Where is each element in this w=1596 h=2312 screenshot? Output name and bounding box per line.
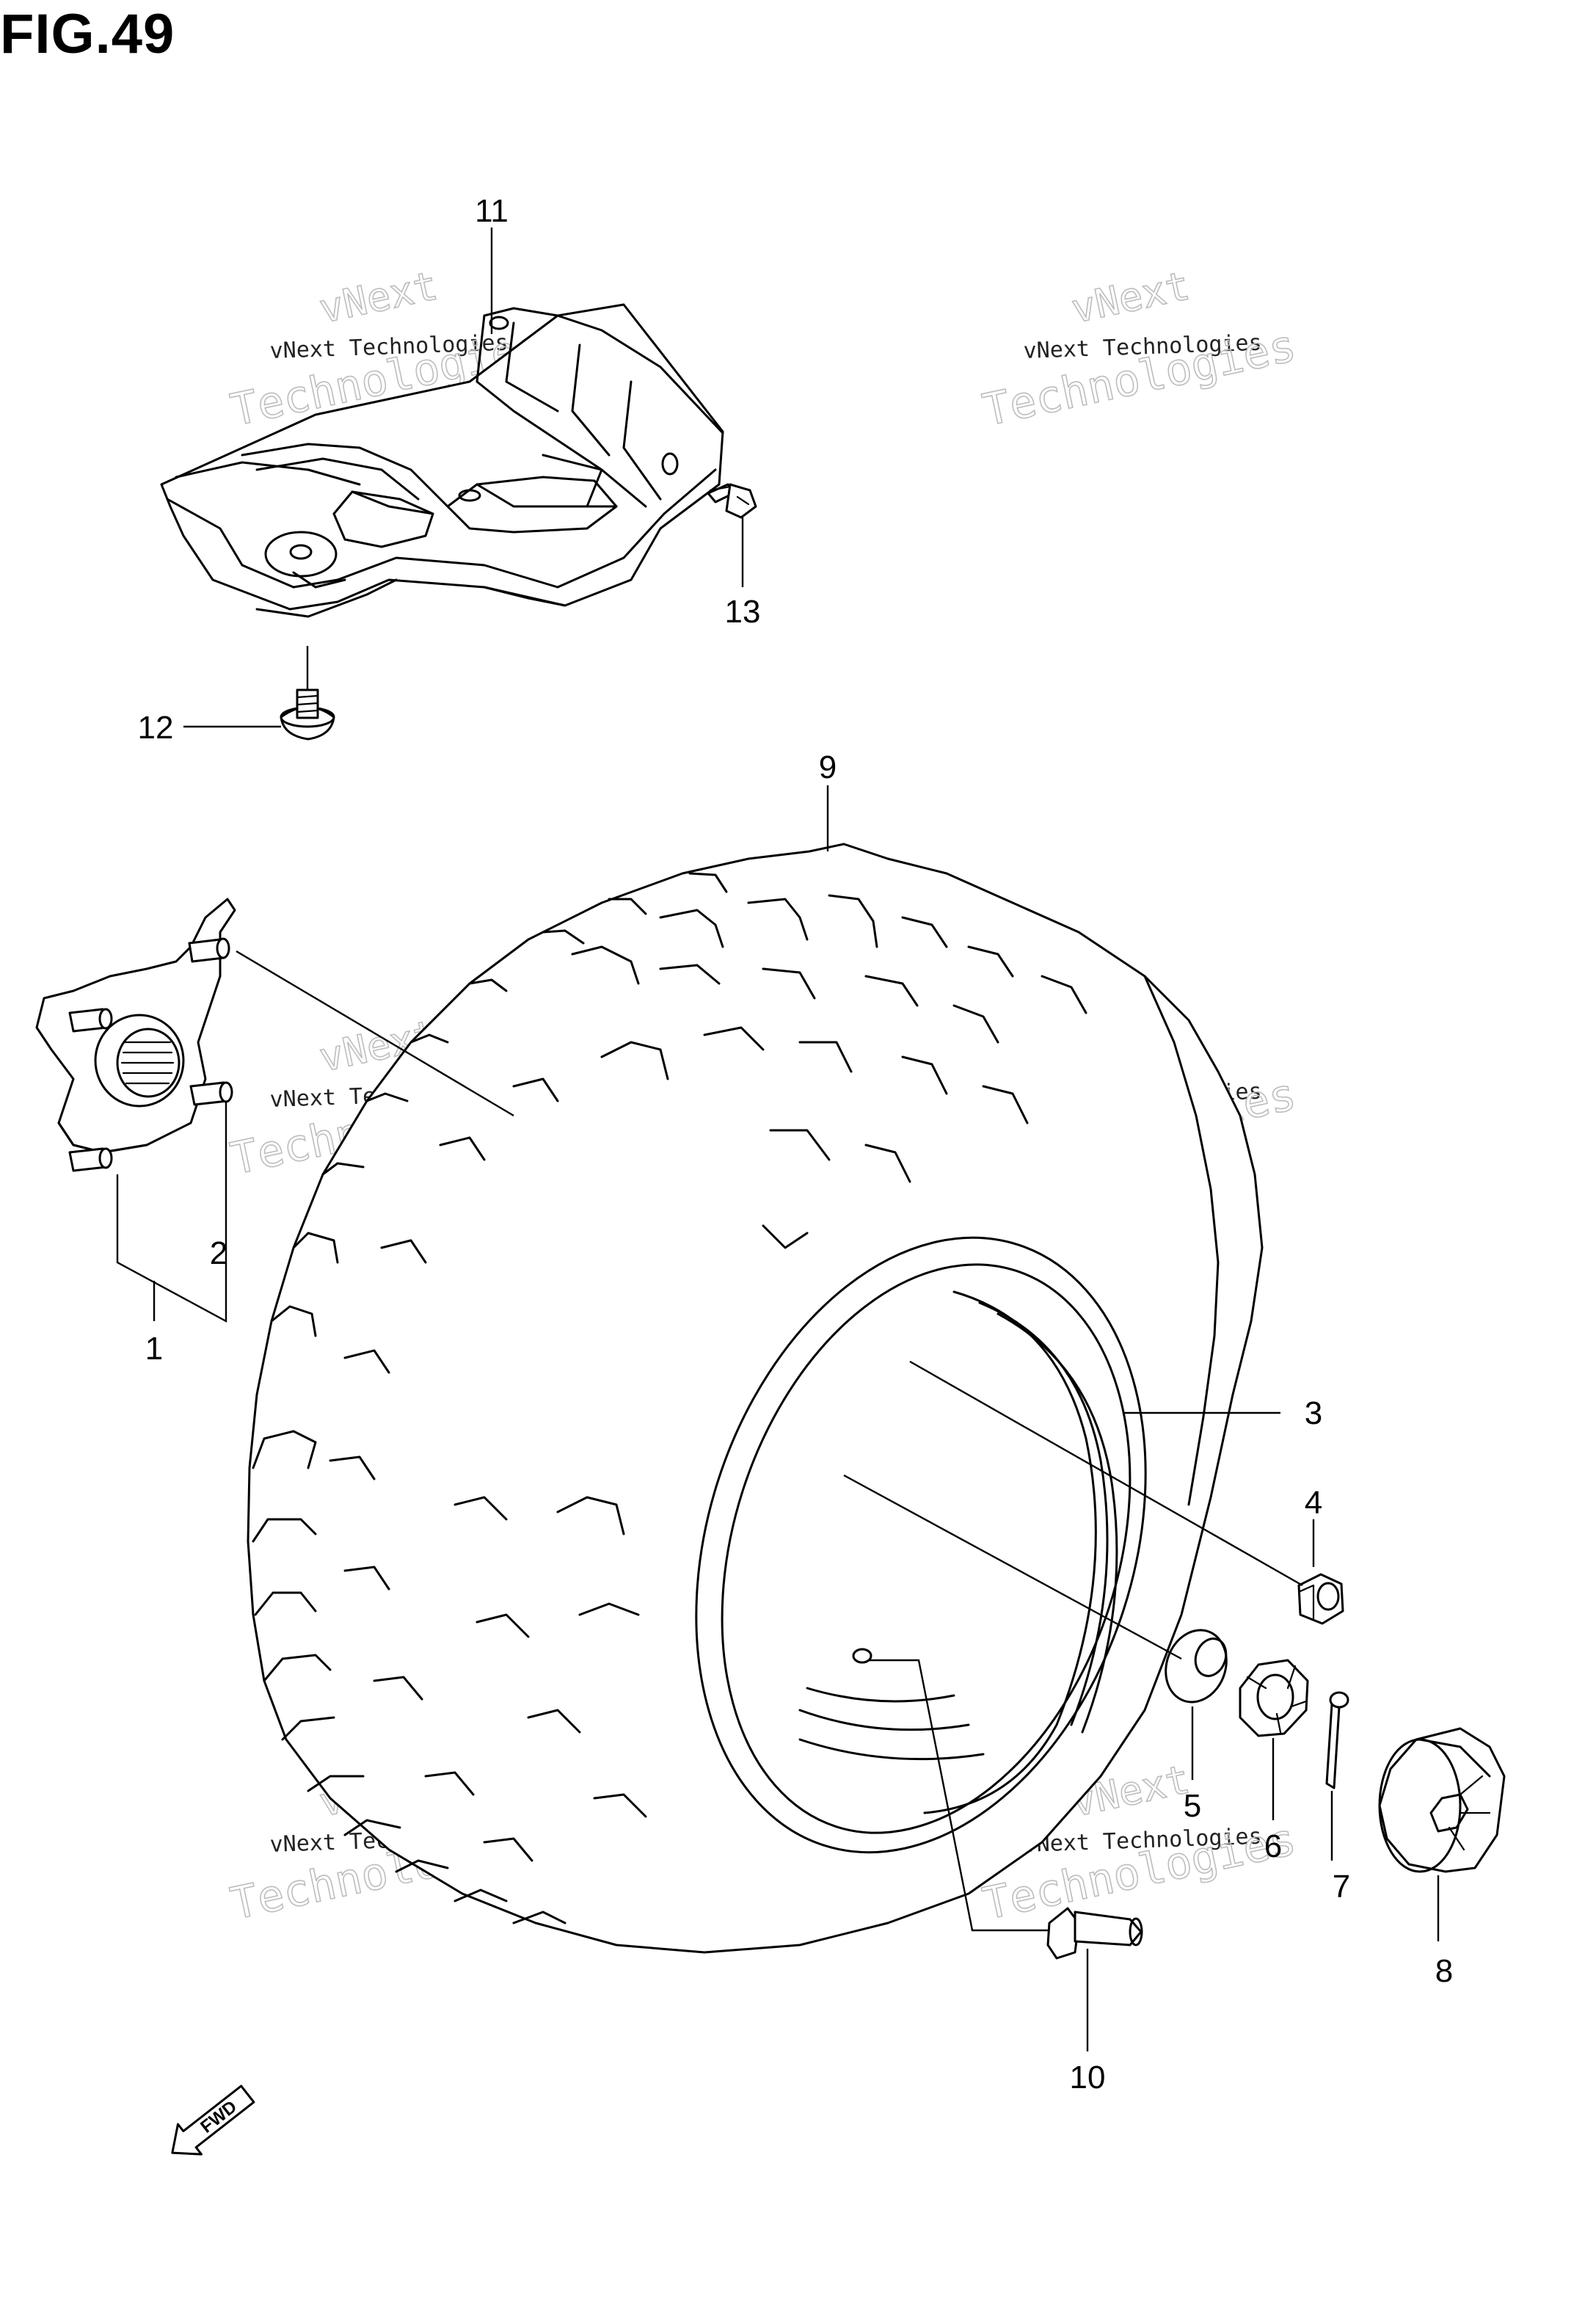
forward-direction-marker: FWD xyxy=(171,2084,255,2156)
forward-arrow-icon xyxy=(171,2084,255,2156)
callout-12: 12 xyxy=(138,710,174,746)
nut-part-4 xyxy=(1297,1573,1344,1625)
callout-10: 10 xyxy=(1070,2060,1106,2095)
callout-11: 11 xyxy=(475,193,509,229)
castle-nut-part-6 xyxy=(1239,1659,1309,1737)
cotter-pin-part-7 xyxy=(1325,1691,1349,1789)
skid-plate-part-11 xyxy=(160,303,724,618)
callout-labels: 11 12 13 9 2 1 3 4 5 6 7 8 10 xyxy=(138,193,1454,2095)
callout-3: 3 xyxy=(1305,1395,1322,1431)
callout-9: 9 xyxy=(819,749,837,785)
valve-stem-part-10 xyxy=(1046,1907,1143,1960)
callout-13: 13 xyxy=(725,594,761,630)
svg-text:vNext: vNext xyxy=(1068,262,1194,332)
bolt-part-12 xyxy=(280,688,335,741)
callout-1: 1 xyxy=(145,1331,163,1367)
callout-8: 8 xyxy=(1435,1953,1453,1989)
rim-part-3 xyxy=(695,1236,1147,1854)
screw-part-13 xyxy=(707,483,757,519)
callout-4: 4 xyxy=(1305,1485,1322,1521)
hub-cap-part-8 xyxy=(1378,1727,1506,1873)
watermark-top-right: vNext vNext Technologies Technologies xyxy=(978,261,1301,437)
hub-part-1 xyxy=(35,898,236,1172)
washer-part-5 xyxy=(1165,1629,1228,1704)
callout-7: 7 xyxy=(1333,1869,1350,1905)
callout-5: 5 xyxy=(1184,1788,1201,1824)
figure-title: FIG.49 xyxy=(0,3,175,65)
stud-part-2 xyxy=(68,937,233,1172)
callout-6: 6 xyxy=(1264,1828,1282,1864)
callout-2: 2 xyxy=(210,1235,227,1271)
leader-lines xyxy=(116,228,1440,2051)
svg-text:vNext: vNext xyxy=(316,262,442,332)
